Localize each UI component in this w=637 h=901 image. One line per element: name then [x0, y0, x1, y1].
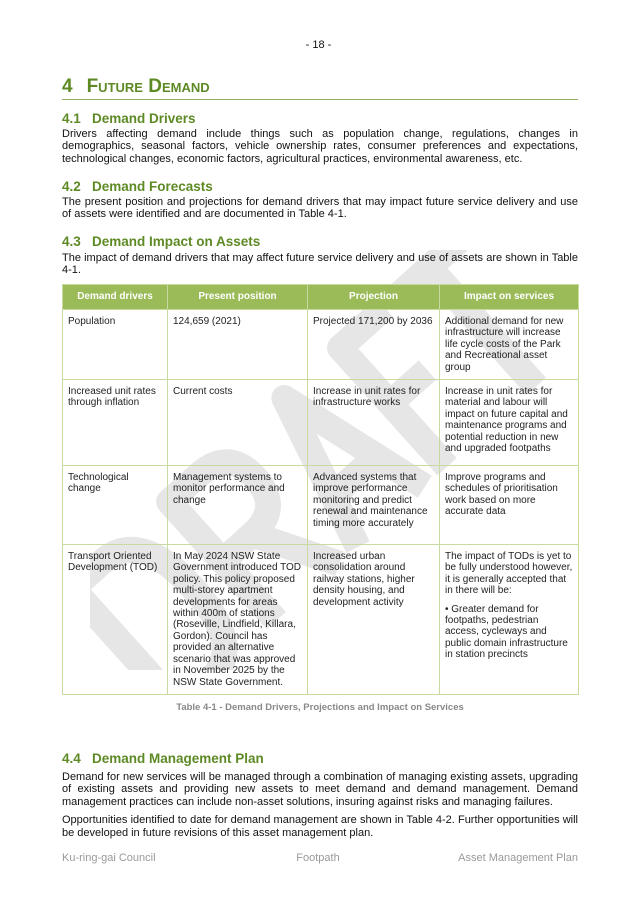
paragraph: The impact of demand drivers that may af… — [62, 252, 578, 277]
paragraph: The present position and projections for… — [62, 196, 578, 221]
table-cell: Advanced systems that improve performanc… — [307, 465, 440, 546]
section-heading: 4.3 Demand Impact on Assets — [62, 234, 260, 250]
chapter-title: Future Demand — [86, 76, 210, 97]
table-row: Increased unit rates through inflation C… — [62, 379, 579, 467]
section-heading: 4.2 Demand Forecasts — [62, 179, 213, 195]
table-cell: Transport Oriented Development (TOD) — [62, 544, 168, 695]
table-cell: 124,659 (2021) — [167, 308, 308, 381]
paragraph: Demand for new services will be managed … — [62, 770, 578, 808]
table-cell: Current costs — [167, 379, 308, 467]
table-caption: Table 4-1 - Demand Drivers, Projections … — [176, 701, 464, 713]
section-title: Demand Management Plan — [92, 750, 264, 766]
section-title: Demand Drivers — [92, 111, 196, 126]
table-cell: Increase in unit rates for material and … — [439, 379, 579, 467]
table-cell: In May 2024 NSW State Government introdu… — [167, 544, 308, 695]
table-cell: Projected 171,200 by 2036 — [307, 308, 440, 381]
section-heading: 4.4 Demand Management Plan — [62, 751, 578, 767]
cell-bullet: • Greater demand for footpaths, pedestri… — [445, 603, 568, 661]
section-number: 4.3 — [62, 234, 81, 249]
section-number: 4.4 — [62, 750, 81, 766]
footer-center: Footpath — [296, 852, 340, 864]
table-cell: Increase in unit rates for infrastructur… — [307, 379, 440, 467]
paragraph: Opportunities identified to date for dem… — [62, 814, 578, 839]
demand-drivers-table: Demand drivers Present position Projecti… — [62, 284, 579, 695]
table-cell: Population — [62, 308, 168, 381]
section-title: Demand Impact on Assets — [92, 234, 261, 249]
column-header: Projection — [307, 284, 440, 310]
table-row: Population 124,659 (2021) Projected 171,… — [62, 308, 579, 381]
table-cell: The impact of TODs is yet to be fully un… — [439, 544, 579, 695]
footer-left: Ku-ring-gai Council — [62, 852, 156, 864]
table-cell: Additional demand for new infrastructure… — [439, 308, 579, 381]
column-header: Demand drivers — [62, 284, 168, 310]
chapter-heading: 4 Future Demand — [62, 76, 578, 100]
table-cell: Improve programs and schedules of priori… — [439, 465, 579, 546]
table-and-section-4-4: Demand drivers Present position Projecti… — [62, 284, 579, 839]
page-number: - 18 - — [305, 39, 332, 51]
table-cell: Increased urban consolidation around rai… — [307, 544, 440, 695]
table-header-row: Demand drivers Present position Projecti… — [62, 284, 579, 310]
section-number: 4.1 — [62, 111, 81, 126]
paragraph: Drivers affecting demand include things … — [62, 128, 578, 165]
section-number: 4.2 — [62, 179, 81, 194]
section-title: Demand Forecasts — [92, 179, 213, 194]
section-heading: 4.1 Demand Drivers — [62, 111, 196, 127]
table-cell: Management systems to monitor performanc… — [167, 465, 308, 546]
column-header: Impact on services — [439, 284, 579, 310]
table-row: Technological change Management systems … — [62, 465, 579, 546]
chapter-number: 4 — [62, 76, 73, 97]
footer-right: Asset Management Plan — [458, 852, 578, 864]
table-cell: Increased unit rates through inflation — [62, 379, 168, 467]
table-cell: Technological change — [62, 465, 168, 546]
column-header: Present position — [167, 284, 308, 310]
table-row: Transport Oriented Development (TOD) In … — [62, 544, 579, 695]
cell-text: The impact of TODs is yet to be fully un… — [445, 551, 573, 597]
